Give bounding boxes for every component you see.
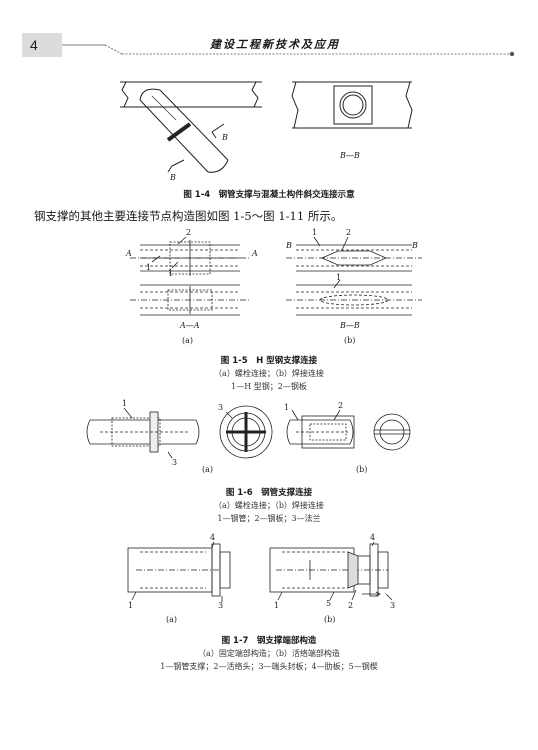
fig16-b-label-2: 2 <box>338 401 343 410</box>
fig16-a-label-1: 1 <box>122 399 127 408</box>
marker-a-left: A <box>125 249 132 258</box>
figure-1-4-caption: 图 1-4 钢管支撑与混凝土构件斜交连接示意 <box>183 190 355 200</box>
fig17-b-label-3: 3 <box>390 601 395 610</box>
fig17-a-label-4: 4 <box>210 533 215 542</box>
section-label-bb: B—B <box>339 151 360 160</box>
figure-1-5-drawing: A A 2 1 1 A—A (a) B B 1 2 1 B—B (b) <box>125 228 422 345</box>
body-paragraph: 钢支撑的其他主要连接节点构造图如图 1-5～图 1-11 所示。 <box>34 209 343 223</box>
fig15-b-label-1: 1 <box>312 228 317 237</box>
fig15-section-bb: B—B <box>339 321 360 330</box>
fig17-panel-a: (a) <box>166 615 177 624</box>
fig17-b-label-2: 2 <box>348 601 353 610</box>
fig15-panel-a: (a) <box>182 336 193 345</box>
fig17-b-label-1: 1 <box>274 601 279 610</box>
fig17-b-label-5: 5 <box>326 599 331 608</box>
fig16-a-label-3: 3 <box>172 458 177 467</box>
fig16-flange-label-3: 3 <box>218 403 223 412</box>
fig16-b-label-1: 1 <box>284 403 289 412</box>
marker-b-right: B <box>411 241 418 250</box>
fig16-panel-a: (a) <box>202 465 213 474</box>
fig16-panel-b: (b) <box>356 465 367 474</box>
figure-1-6-caption: 图 1-6 钢管支撑连接 <box>225 488 313 498</box>
figure-1-7-subcaption: （a）固定端部构造；（b）活络端部构造 <box>198 649 340 658</box>
fig17-a-label-3: 3 <box>218 601 223 610</box>
fig17-panel-b: (b) <box>324 615 335 624</box>
figure-1-5-legend: 1—H 型钢；2—钢板 <box>231 382 307 391</box>
fig15-a-label-1a: 1 <box>146 263 151 272</box>
page-number: 4 <box>22 33 62 57</box>
figure-1-5-caption: 图 1-5 H 型钢支撑连接 <box>220 356 318 366</box>
fig17-b-label-4: 4 <box>370 533 375 542</box>
fig15-b-label-2: 2 <box>346 228 351 237</box>
fig15-a-label-2: 2 <box>186 228 191 237</box>
figure-1-7-legend: 1—钢管支撑；2—活络头；3—端头封板；4—肋板；5—钢楔 <box>160 662 378 671</box>
fig17-a-label-1: 1 <box>128 601 133 610</box>
header-rule <box>62 44 515 57</box>
figure-1-6-subcaption: （a）螺栓连接；（b）焊接连接 <box>214 501 324 510</box>
running-title: 建设工程新技术及应用 <box>210 38 340 51</box>
fig15-a-label-1b: 1 <box>168 269 173 278</box>
marker-a-right: A <box>251 249 258 258</box>
figure-1-6-drawing: 1 3 3 1 2 (a) (b) <box>86 399 411 474</box>
fig15-section-aa: A—A <box>179 321 200 330</box>
section-marker-b-left: B <box>169 173 176 182</box>
figure-1-7-drawing: 4 1 3 4 1 5 2 3 (a) (b) <box>127 533 395 624</box>
marker-b-left: B <box>285 241 292 250</box>
fig15-b-label-1b: 1 <box>336 273 341 282</box>
section-marker-b-right: B <box>221 133 228 142</box>
figure-1-5-subcaption: （a）螺栓连接；（b）焊接连接 <box>214 369 324 378</box>
fig15-panel-b: (b) <box>344 336 355 345</box>
figure-1-6-legend: 1—钢管；2—钢板；3—法兰 <box>217 514 321 523</box>
figure-1-4-drawing: B B B—B <box>120 81 413 182</box>
figure-1-7-caption: 图 1-7 钢支撑端部构造 <box>221 636 317 646</box>
